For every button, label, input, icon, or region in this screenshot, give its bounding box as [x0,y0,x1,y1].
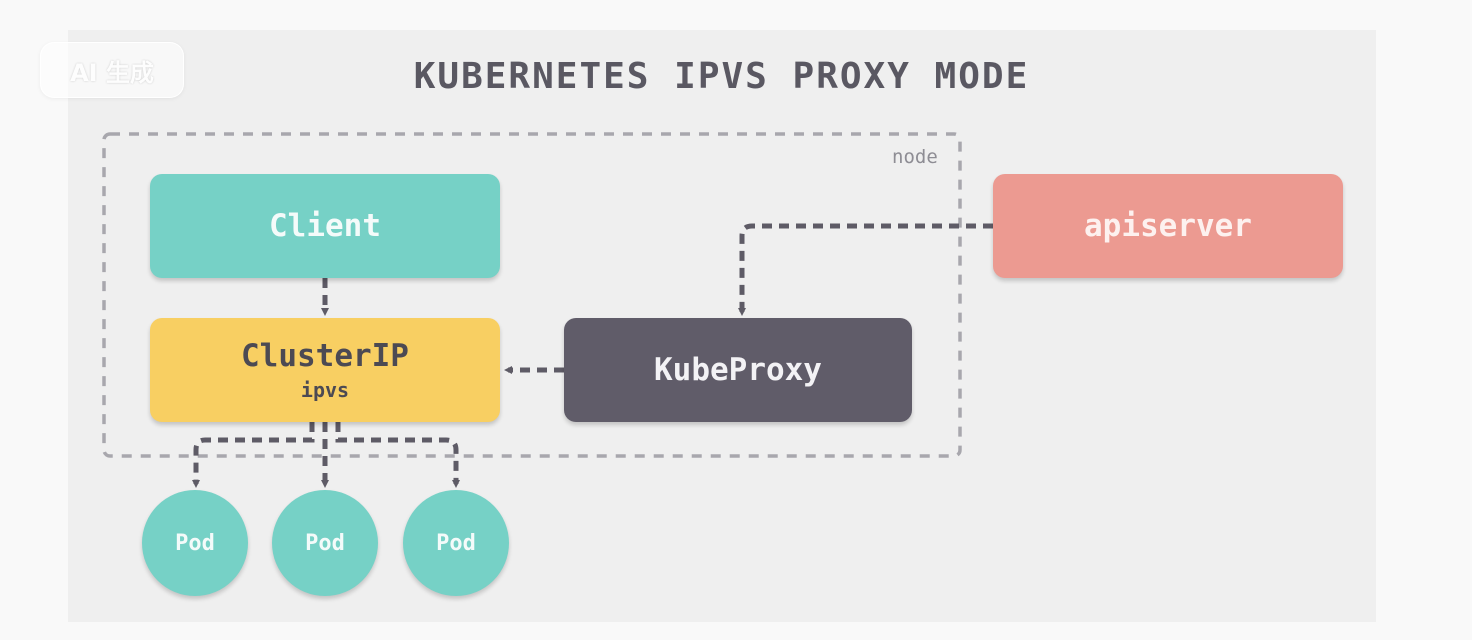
diagram-title: KUBERNETES IPVS PROXY MODE [413,56,1030,97]
clusterip-box: ClusterIP ipvs [150,318,500,422]
pod-1: Pod [142,490,248,596]
node-boundary [102,132,962,458]
pod-3: Pod [403,490,509,596]
clusterip-sublabel: ipvs [300,378,350,402]
pod-1-label: Pod [175,530,215,556]
client-label: Client [269,208,381,244]
apiserver-label: apiserver [1084,208,1252,244]
pod-2-label: Pod [305,530,345,556]
client-box: Client [150,174,500,278]
kubeproxy-box: KubeProxy [564,318,912,422]
edge-apiserver-to-kubeproxy [738,223,993,316]
pod-3-label: Pod [436,530,476,556]
node-boundary-label: node [892,146,938,168]
ai-generated-watermark: AI 生成 [40,42,184,98]
pod-2: Pod [272,490,378,596]
edge-clusterip-to-pod-3 [335,422,460,488]
edge-clusterip-to-pod-1 [192,422,315,488]
clusterip-label: ClusterIP [241,338,409,374]
kubeproxy-label: KubeProxy [654,352,822,388]
apiserver-box: apiserver [993,174,1343,278]
